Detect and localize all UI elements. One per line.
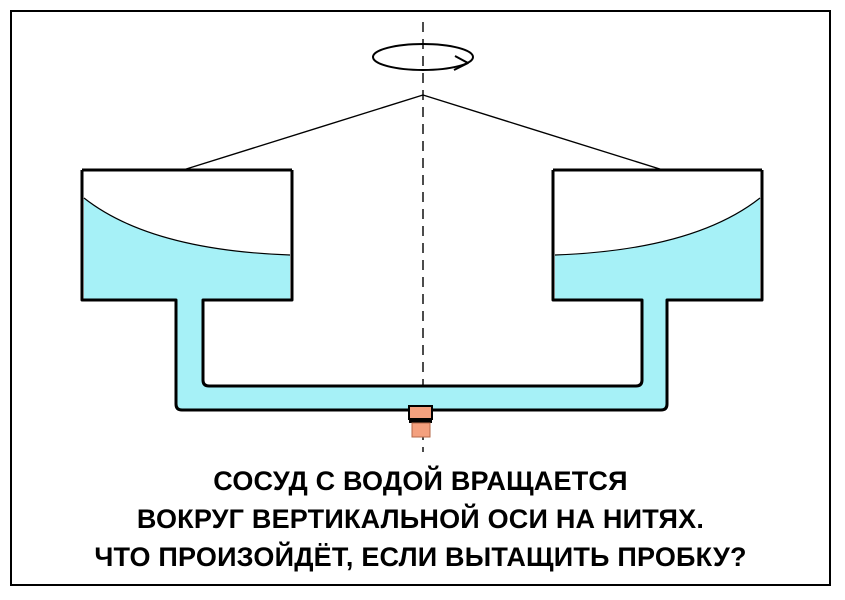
- rotation-arrow-icon: [372, 43, 474, 71]
- water-body: [84, 198, 760, 410]
- stopper: [408, 405, 433, 438]
- left-water-surface: [83, 197, 291, 256]
- caption-line-3: ЧТО ПРОИЗОЙДЁТ, ЕСЛИ ВЫТАЩИТЬ ПРОБКУ?: [94, 542, 747, 572]
- right-water-surface: [554, 197, 761, 256]
- left-thread: [182, 94, 424, 171]
- vessel-outline-inner: [201, 170, 644, 388]
- caption: СОСУД С ВОДОЙ ВРАЩАЕТСЯ ВОКРУГ ВЕРТИКАЛЬ…: [12, 462, 829, 576]
- right-thread: [422, 94, 664, 171]
- caption-line-1: СОСУД С ВОДОЙ ВРАЩАЕТСЯ: [213, 466, 628, 496]
- caption-line-2: ВОКРУГ ВЕРТИКАЛЬНОЙ ОСИ НА НИТЯХ.: [136, 504, 705, 534]
